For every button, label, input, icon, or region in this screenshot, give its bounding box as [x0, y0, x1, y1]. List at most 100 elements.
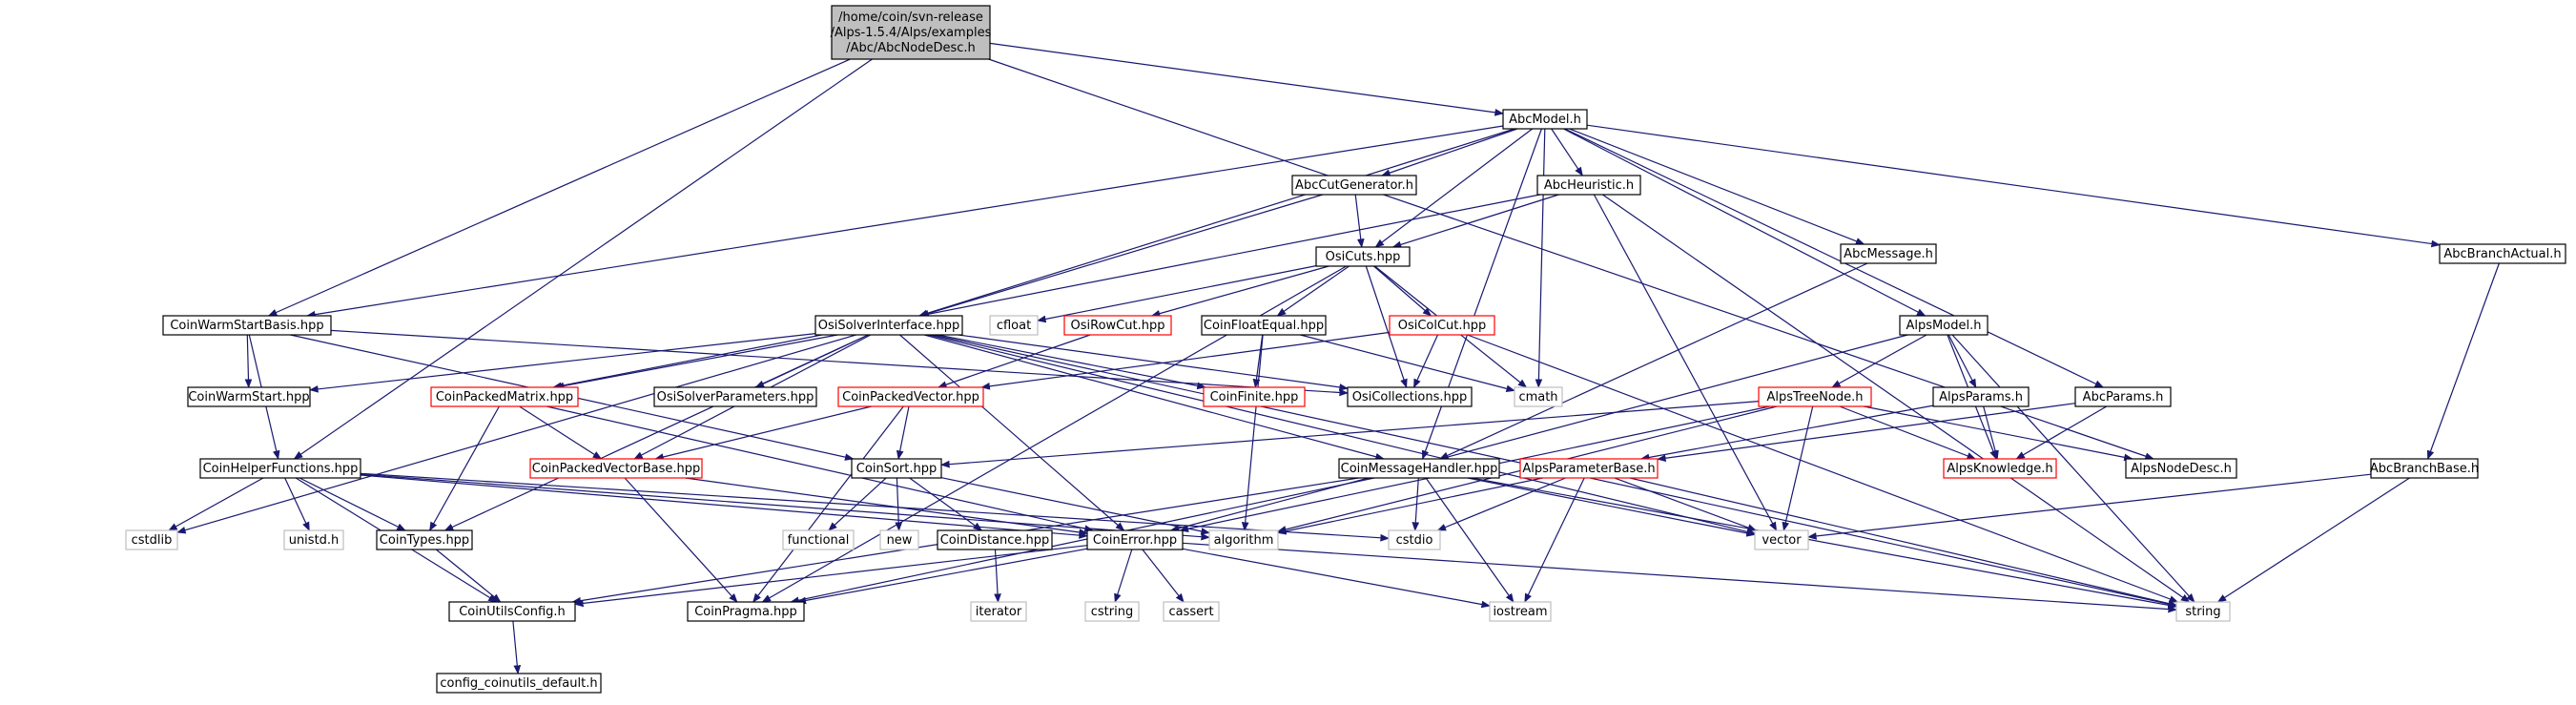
node-coinhelper[interactable]: CoinHelperFunctions.hpp [199, 458, 361, 479]
node-label: AlpsKnowledge.h [1947, 462, 2052, 476]
node-label: config_coinutils_default.h [440, 676, 597, 691]
node-label: cmath [1518, 390, 1557, 404]
node-box [879, 529, 919, 550]
node-abcparams[interactable]: AbcParams.h [2074, 386, 2172, 407]
edge-coinhelper-to-algorithm [360, 473, 1210, 541]
node-box [187, 386, 311, 407]
node-label: OsiColCut.hpp [1398, 319, 1487, 333]
node-label: AbcBranchBase.h [2370, 462, 2479, 476]
edge-abcmodel-to-osisolver [917, 128, 1515, 318]
node-box [2074, 386, 2172, 407]
node-alpsparams[interactable]: AlpsParams.h [1932, 386, 2030, 407]
node-alpsparambase[interactable]: AlpsParameterBase.h [1519, 458, 1659, 479]
node-label: /home/coin/svn-release [838, 10, 983, 25]
node-box [1514, 386, 1563, 407]
edge-alpsparambase-to-algorithm [1277, 477, 1543, 535]
node-osicollections[interactable]: OsiCollections.hpp [1347, 386, 1473, 407]
edge-layer [168, 42, 2500, 674]
node-alpsknowledge[interactable]: AlpsKnowledge.h [1943, 458, 2057, 479]
node-box [1758, 386, 1872, 407]
edge-abcparams-to-alpsparambase [1657, 403, 2076, 463]
edge-abcmodel-to-abcmsg [1569, 128, 1865, 245]
node-coinerror[interactable]: CoinError.hpp [1086, 529, 1184, 550]
node-box [1388, 529, 1441, 550]
node-box [1163, 601, 1220, 622]
node-abcheur[interactable]: AbcHeuristic.h [1536, 175, 1641, 196]
node-coinutilsconfig[interactable]: CoinUtilsConfig.h [448, 601, 576, 622]
node-cmath: cmath [1514, 386, 1563, 407]
node-box [831, 5, 991, 60]
node-coinwsbasis[interactable]: CoinWarmStartBasis.hpp [162, 315, 332, 336]
edge-abcmsg-to-coinmsghandler [1439, 262, 1868, 460]
node-label: CoinPackedVector.hpp [842, 390, 979, 404]
node-label: iterator [976, 605, 1022, 619]
edge-osisolver-to-cstdlib [176, 334, 856, 534]
node-box [1519, 458, 1659, 479]
node-box [448, 601, 576, 622]
edge-abcbract-to-abcbrbase [2426, 262, 2500, 460]
node-coinpackedvector[interactable]: CoinPackedVector.hpp [837, 386, 984, 407]
node-coinmsghandler[interactable]: CoinMessageHandler.hpp [1338, 458, 1500, 479]
edge-coinerror-to-cstring [1114, 549, 1133, 603]
edge-osicuts-to-osirowcut [1150, 265, 1329, 318]
node-label: CoinSort.hpp [856, 462, 937, 476]
edge-abcmodel-to-abcbract [1586, 124, 2441, 248]
node-coinpvbase[interactable]: CoinPackedVectorBase.hpp [529, 458, 703, 479]
node-box [125, 529, 178, 550]
node-coinsort[interactable]: CoinSort.hpp [851, 458, 942, 479]
edge-alpsparams-to-alpsparambase [1639, 404, 1934, 462]
node-coinpragma[interactable]: CoinPragma.hpp [687, 601, 805, 622]
edge-osisolver-to-coinpackedmatrix [554, 334, 838, 390]
node-abccutgen[interactable]: AbcCutGenerator.h [1291, 175, 1417, 196]
edge-abcmodel-to-coinwsbasis [306, 125, 1504, 319]
node-label: new [887, 533, 913, 548]
node-string: string [2175, 601, 2231, 622]
node-cointypes[interactable]: CoinTypes.hpp [376, 529, 473, 550]
node-box [1084, 601, 1140, 622]
edge-coinerror-to-cassert [1142, 549, 1185, 603]
node-label: cfloat [997, 319, 1031, 333]
node-coindistance[interactable]: CoinDistance.hpp [937, 529, 1053, 550]
node-label: AlpsParams.h [1939, 390, 2023, 404]
node-osisolverparams[interactable]: OsiSolverParameters.hpp [653, 386, 817, 407]
edge-abcbrbase-to-string [2216, 477, 2410, 603]
node-box [2175, 601, 2231, 622]
node-cstdlib: cstdlib [125, 529, 178, 550]
node-box [1315, 246, 1411, 267]
node-label: OsiCuts.hpp [1326, 250, 1401, 264]
node-osicuts[interactable]: OsiCuts.hpp [1315, 246, 1411, 267]
node-label: cstring [1091, 605, 1133, 619]
node-alpsmodel[interactable]: AlpsModel.h [1899, 315, 1989, 336]
edge-abcmodel-to-abccutgen [1381, 128, 1518, 176]
edge-abcheur-to-string [1602, 194, 2191, 603]
node-box [1502, 109, 1588, 130]
node-coinws[interactable]: CoinWarmStart.hpp [187, 386, 311, 407]
node-label: AlpsTreeNode.h [1767, 390, 1864, 404]
node-alpstreenode[interactable]: AlpsTreeNode.h [1758, 386, 1872, 407]
node-root[interactable]: /home/coin/svn-release/Alps-1.5.4/Alps/e… [831, 5, 992, 60]
node-label: CoinPackedVectorBase.hpp [532, 462, 701, 476]
node-coinfinite[interactable]: CoinFinite.hpp [1203, 386, 1306, 407]
node-label: CoinError.hpp [1093, 533, 1177, 548]
node-osisolver[interactable]: OsiSolverInterface.hpp [814, 315, 963, 336]
node-label: CoinDistance.hpp [940, 533, 1050, 548]
node-coinfloateq[interactable]: CoinFloatEqual.hpp [1201, 315, 1327, 336]
node-abcmodel[interactable]: AbcModel.h [1502, 109, 1588, 130]
node-abcmsg[interactable]: AbcMessage.h [1840, 243, 1937, 264]
node-coinpackedmatrix[interactable]: CoinPackedMatrix.hpp [430, 386, 579, 407]
node-abcbrbase[interactable]: AbcBranchBase.h [2370, 458, 2479, 479]
node-alpsnodedesc[interactable]: AlpsNodeDesc.h [2125, 458, 2237, 479]
node-label: AlpsNodeDesc.h [2131, 462, 2232, 476]
node-osirowcut[interactable]: OsiRowCut.hpp [1063, 315, 1172, 336]
node-label: AbcModel.h [1509, 113, 1581, 127]
node-configdefault[interactable]: config_coinutils_default.h [436, 673, 602, 694]
node-box [283, 529, 344, 550]
edge-osicuts-to-cfloat [1037, 265, 1317, 323]
node-label: CoinWarmStartBasis.hpp [170, 319, 323, 333]
edge-coinwsbasis-to-osicollections [330, 329, 1349, 397]
edge-alpstreenode-to-alpsnodedesc [1864, 405, 2133, 462]
edge-coindistance-to-iterator [994, 549, 1001, 603]
node-osicolcut[interactable]: OsiColCut.hpp [1389, 315, 1495, 336]
node-abcbract[interactable]: AbcBranchActual.h [2439, 243, 2566, 264]
